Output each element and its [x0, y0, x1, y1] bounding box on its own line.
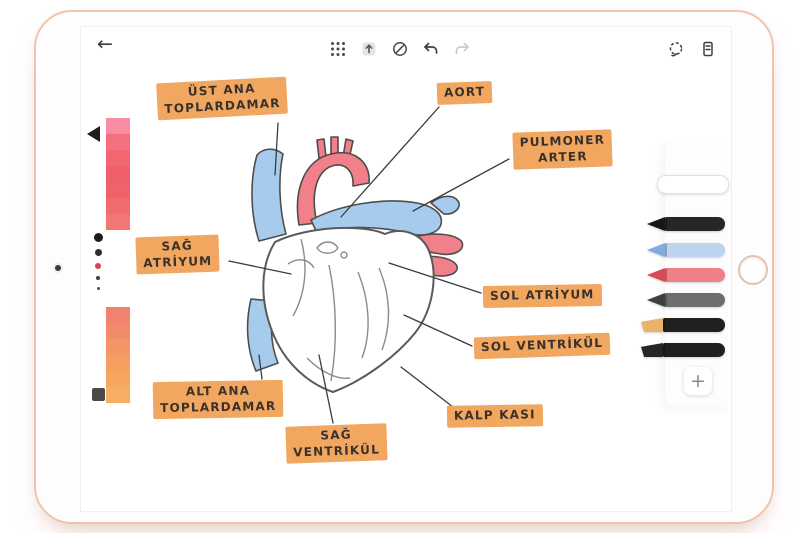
color-swatch[interactable] [106, 323, 130, 339]
palette-pointer-icon [87, 126, 100, 142]
drawing-canvas[interactable]: ÜST ANA TOPLARDAMAR AORT PULMONER ARTER … [81, 27, 731, 511]
pen-body [665, 268, 725, 282]
pen-tray-icon[interactable] [698, 39, 718, 59]
redo-icon[interactable] [452, 39, 472, 59]
home-button[interactable] [738, 255, 768, 285]
annotation-line: PULMONER [519, 132, 606, 150]
color-strip-bottom [106, 307, 130, 403]
color-swatch[interactable] [106, 150, 130, 166]
pen-body [665, 217, 725, 231]
gray-pen-tool[interactable] [647, 293, 725, 307]
orange-marker-tool[interactable] [641, 318, 725, 332]
active-color-swatch[interactable] [92, 388, 105, 401]
brush-size-dots [91, 233, 105, 290]
brush-size-dot[interactable] [93, 233, 103, 242]
black-marker-tool[interactable] [641, 343, 725, 357]
annotation-pulmonary-artery: PULMONER ARTER [512, 129, 614, 170]
grid-view-icon[interactable] [328, 39, 348, 59]
annotation-line: SOL ATRİYUM [489, 287, 595, 303]
clear-icon[interactable] [390, 39, 410, 59]
color-swatch[interactable] [106, 371, 130, 387]
annotation-aorta: AORT [436, 81, 493, 105]
tablet-device: ÜST ANA TOPLARDAMAR AORT PULMONER ARTER … [34, 10, 774, 524]
undo-icon[interactable] [421, 39, 441, 59]
pen-body [665, 243, 725, 257]
toolbar-right [666, 39, 718, 59]
color-swatch[interactable] [106, 118, 130, 134]
pen-body [665, 293, 725, 307]
brush-size-dot[interactable] [94, 249, 102, 256]
annotation-line: TOPLARDAMAR [160, 398, 277, 415]
camera-icon [55, 265, 61, 271]
annotation-line: SOL VENTRİKÜL [480, 335, 604, 355]
annotation-line: KALP KASI [453, 407, 536, 423]
pen-tip [647, 293, 665, 307]
annotation-left-ventricle: SOL VENTRİKÜL [473, 332, 611, 359]
color-swatch[interactable] [106, 134, 130, 150]
annotation-line: VENTRİKÜL [293, 442, 381, 460]
blue-pen-tool[interactable] [647, 243, 725, 257]
toolbar-center [328, 39, 472, 59]
marker-body [663, 318, 725, 332]
pen-tip [647, 268, 665, 282]
color-swatch[interactable] [106, 214, 130, 230]
marker-tip [641, 318, 663, 332]
annotation-line: ARTER [537, 148, 588, 165]
color-swatch[interactable] [106, 198, 130, 214]
lasso-icon[interactable] [666, 39, 686, 59]
color-swatch[interactable] [106, 355, 130, 371]
color-swatch[interactable] [106, 307, 130, 323]
marker-tip [641, 343, 663, 357]
black-pen-tool[interactable] [647, 217, 725, 231]
annotation-right-atrium: SAĞ ATRİYUM [135, 234, 220, 275]
color-swatch[interactable] [106, 339, 130, 355]
annotation-left-atrium: SOL ATRİYUM [482, 283, 602, 308]
red-pen-tool[interactable] [647, 268, 725, 282]
eraser-tool[interactable] [657, 175, 729, 194]
annotation-right-ventricle: SAĞ VENTRİKÜL [285, 423, 388, 464]
annotation-line: AORT [443, 84, 486, 100]
pen-tip [647, 217, 665, 231]
pen-tip [647, 243, 665, 257]
annotation-superior-vena-cava: ÜST ANA TOPLARDAMAR [156, 76, 289, 121]
brush-size-dot[interactable] [95, 263, 101, 269]
annotation-heart-muscle: KALP KASI [446, 404, 543, 428]
export-icon[interactable] [359, 39, 379, 59]
annotation-line: ATRİYUM [143, 253, 213, 270]
color-swatch[interactable] [106, 182, 130, 198]
brush-size-dot[interactable] [96, 287, 100, 290]
color-strip-top [106, 118, 130, 230]
add-tool-button[interactable]: + [684, 367, 712, 395]
back-button[interactable]: ← [97, 33, 113, 55]
brush-size-dot[interactable] [96, 276, 100, 280]
color-swatch[interactable] [106, 166, 130, 182]
marker-body [663, 343, 725, 357]
color-swatch[interactable] [106, 387, 130, 403]
annotation-inferior-vena-cava: ALT ANA TOPLARDAMAR [152, 379, 284, 420]
app-screen: ÜST ANA TOPLARDAMAR AORT PULMONER ARTER … [80, 26, 732, 512]
